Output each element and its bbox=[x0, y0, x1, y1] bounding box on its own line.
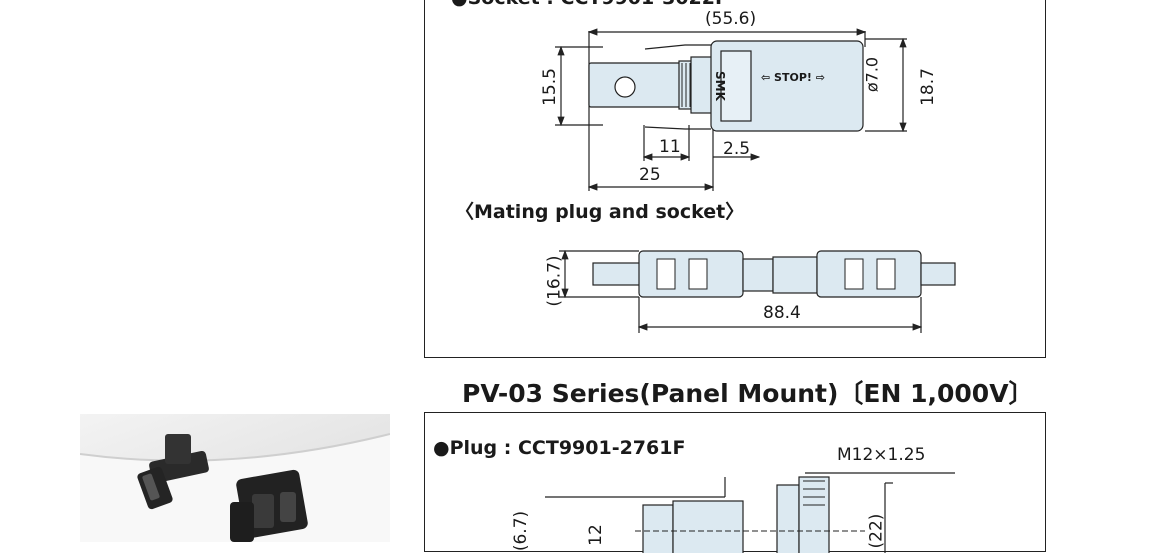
socket-dimension-drawing bbox=[555, 28, 907, 191]
mating-height: (16.7) bbox=[544, 255, 565, 307]
product-photo bbox=[80, 414, 390, 542]
grip-ridges bbox=[681, 63, 691, 107]
connector-photo-drawing bbox=[80, 433, 390, 542]
section-title: PV-03 Series(Panel Mount)〔EN 1,000V〕 bbox=[462, 379, 1034, 408]
stop-text: ⇦ STOP! ⇨ bbox=[761, 71, 825, 84]
dim-2-5: 2.5 bbox=[723, 139, 751, 159]
dim-a: (6.7) bbox=[511, 510, 532, 552]
thread-label: M12×1.25 bbox=[837, 445, 926, 465]
socket-photo bbox=[230, 469, 308, 542]
dim-height-left: 15.5 bbox=[539, 68, 560, 106]
dim-25: 25 bbox=[639, 165, 661, 185]
socket-drawing-panel: ●Socket : CCT9901-3022F bbox=[424, 0, 1046, 358]
diameter-mark: ø7.0 bbox=[862, 56, 882, 93]
dim-height-right: 18.7 bbox=[917, 68, 938, 106]
brand-mark: SMK bbox=[713, 71, 727, 101]
plug-label: ●Plug : CCT9901-2761F bbox=[433, 437, 686, 459]
plug-drawing-panel: ●Plug : CCT9901-2761F M12×1.25 (6.7) 12 … bbox=[424, 412, 1046, 553]
socket-body bbox=[588, 40, 864, 132]
dim-overall: (55.6) bbox=[705, 9, 757, 29]
mating-label: 〈Mating plug and socket〉 bbox=[455, 201, 745, 223]
dim-b: 12 bbox=[585, 524, 606, 546]
dim-11: 11 bbox=[659, 137, 681, 157]
dim-c: (22) bbox=[866, 513, 887, 549]
mating-length: 88.4 bbox=[763, 303, 801, 323]
socket-label: ●Socket : CCT9901-3022F bbox=[451, 0, 728, 9]
mating-drawing bbox=[559, 249, 956, 333]
plug-photo bbox=[137, 434, 209, 510]
